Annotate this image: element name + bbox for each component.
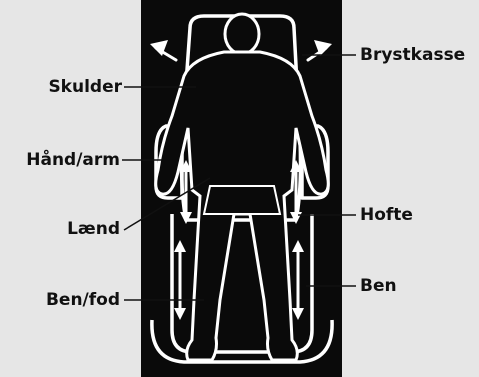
- label-brystkasse: Brystkasse: [360, 45, 465, 65]
- label-ben-fod: Ben/fod: [2, 290, 120, 310]
- label-hofte: Hofte: [360, 205, 413, 225]
- label-ben: Ben: [360, 276, 397, 296]
- label-skulder: Skulder: [24, 77, 122, 97]
- hip-zone: [204, 186, 280, 214]
- label-laend: Lænd: [24, 219, 120, 239]
- label-haand-arm: Hånd/arm: [2, 150, 120, 170]
